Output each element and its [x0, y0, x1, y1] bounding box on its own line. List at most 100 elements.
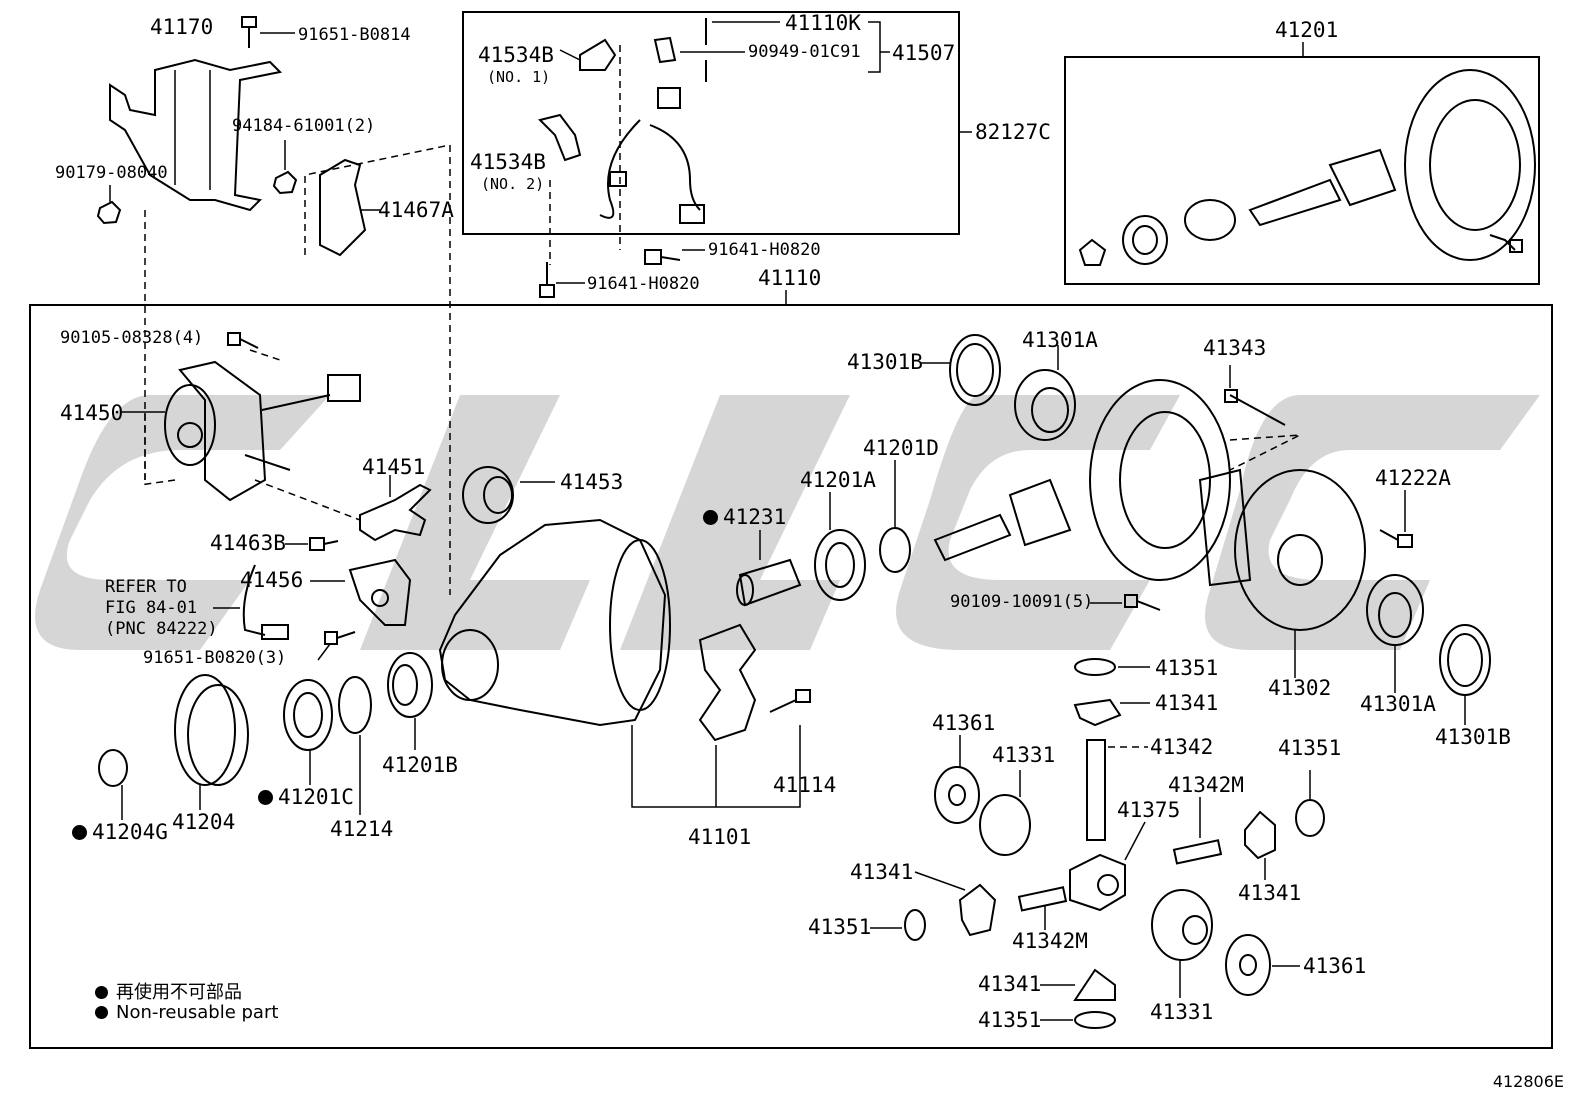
legend-en: Non-reusable part — [95, 1002, 278, 1023]
label-41301B-b: 41301B — [1435, 725, 1511, 749]
label-41204G: 41204G — [72, 822, 168, 843]
bolt-41463B — [285, 537, 339, 551]
nut-90179-08040 — [96, 185, 122, 225]
label-41341-d: 41341 — [978, 972, 1042, 996]
block-41375 — [1069, 821, 1146, 912]
spacer-41214 — [338, 676, 372, 815]
plate-41467A — [304, 144, 451, 595]
label-90105-08328: 90105-08328(4) — [60, 328, 204, 348]
nut-94184-61001 — [272, 140, 298, 195]
label-90109-10091: 90109-10091(5) — [950, 592, 1094, 612]
watermark — [35, 395, 1540, 650]
label-41342M-b: 41342M — [1012, 929, 1088, 953]
harness-frame — [462, 11, 960, 235]
washer-41201D — [879, 460, 911, 573]
bolt-41343 — [1224, 365, 1286, 426]
label-41342: 41342 — [1150, 735, 1214, 759]
washer-41361-a — [934, 735, 980, 824]
label-41170: 41170 — [150, 15, 214, 39]
label-41331-a: 41331 — [992, 743, 1056, 767]
label-91641-H0820-a: 91641-H0820 — [708, 240, 821, 260]
label-41201D: 41201D — [863, 436, 939, 460]
side-gear-41331-a — [979, 770, 1031, 856]
label-91641-H0820-b: 91641-H0820 — [587, 274, 700, 294]
label-41222A: 41222A — [1375, 466, 1451, 490]
non-reusable-dot — [703, 510, 718, 525]
seal-41301B-b — [1439, 624, 1491, 725]
washer-41351-c — [870, 909, 926, 941]
main-assembly-frame — [29, 304, 1553, 1049]
label-41361-b: 41361 — [1303, 954, 1367, 978]
label-41201B: 41201B — [382, 753, 458, 777]
legend-dot-jp — [95, 986, 108, 999]
bearing-41201B — [387, 652, 433, 750]
seal-41201C — [283, 679, 333, 785]
nut-41204G — [98, 749, 128, 820]
label-90179-08040: 90179-08040 — [55, 163, 168, 183]
label-41451: 41451 — [362, 455, 426, 479]
refer-note-line2: FIG 84-01 — [105, 598, 198, 618]
shaft-41342 — [1086, 739, 1148, 841]
label-41331-b: 41331 — [1150, 1000, 1214, 1024]
gear-41341-c — [914, 871, 997, 937]
pin-41342M-a — [1172, 797, 1223, 865]
bolt-91641-H0820-b — [539, 262, 585, 298]
label-41463B: 41463B — [210, 531, 286, 555]
label-41453: 41453 — [560, 470, 624, 494]
washer-41361-b — [1225, 934, 1300, 996]
bolt-41114 — [769, 689, 811, 713]
legend-en-text: Non-reusable part — [116, 1002, 279, 1023]
label-41351-d: 41351 — [978, 1008, 1042, 1032]
pin-41342M-b — [1017, 886, 1068, 930]
label-41342M-a: 41342M — [1168, 773, 1244, 797]
gear-kit-41201 — [1078, 69, 1536, 266]
washer-41351-d — [1040, 1011, 1116, 1029]
label-41301A-b: 41301A — [1360, 692, 1436, 716]
refer-note-line1: REFER TO — [105, 577, 187, 597]
label-41456: 41456 — [240, 568, 304, 592]
label-41375: 41375 — [1117, 798, 1181, 822]
label-41341-c: 41341 — [850, 860, 914, 884]
fork-41451 — [359, 475, 432, 542]
label-41341-a: 41341 — [1155, 691, 1219, 715]
gear-41341-b — [1244, 810, 1276, 880]
bracket-41170 — [109, 58, 283, 480]
label-41351-b: 41351 — [1278, 736, 1342, 760]
label-41301B-a: 41301B — [847, 350, 923, 374]
label-41302: 41302 — [1268, 676, 1332, 700]
label-41231: 41231 — [703, 507, 786, 528]
bolt-90105-08328 — [227, 332, 259, 349]
label-41467A: 41467A — [378, 198, 454, 222]
flange-41204 — [174, 674, 249, 810]
label-41110K: 41110K — [785, 11, 861, 35]
carrier-case-41101 — [438, 518, 801, 808]
label-41351-a: 41351 — [1155, 656, 1219, 680]
label-41534B-no2: 41534B — [470, 150, 546, 174]
label-41201: 41201 — [1275, 18, 1339, 42]
label-41110: 41110 — [758, 266, 822, 290]
spacer-41231 — [736, 530, 802, 607]
label-41361-a: 41361 — [932, 711, 996, 735]
label-82127C: 82127C — [975, 120, 1051, 144]
bolt-91641-H0820-a — [644, 249, 705, 265]
pinion-41201 — [933, 478, 1072, 562]
refer-note-line3: (PNC 84222) — [105, 619, 218, 639]
bearing-41301A-a — [1014, 345, 1076, 441]
seal-41301B-a — [920, 334, 1001, 406]
label-90949-01C91: 90949-01C91 — [748, 42, 861, 62]
gear-41341-d — [1040, 968, 1116, 1001]
gear-kit-frame — [1064, 56, 1540, 285]
bolt-91651-B0820 — [317, 631, 356, 661]
actuator-41450 — [120, 349, 361, 521]
bolt-91651-B0814 — [241, 16, 295, 48]
label-41201C: 41201C — [258, 787, 354, 808]
label-41204: 41204 — [172, 810, 236, 834]
label-41231-text: 41231 — [723, 505, 787, 529]
side-gear-41331-b — [1151, 889, 1213, 998]
bearing-41301A-b — [1366, 574, 1424, 693]
non-reusable-dot — [72, 825, 87, 840]
label-no1: (NO. 1) — [487, 68, 551, 86]
label-41343: 41343 — [1203, 336, 1267, 360]
label-41507: 41507 — [892, 41, 956, 65]
